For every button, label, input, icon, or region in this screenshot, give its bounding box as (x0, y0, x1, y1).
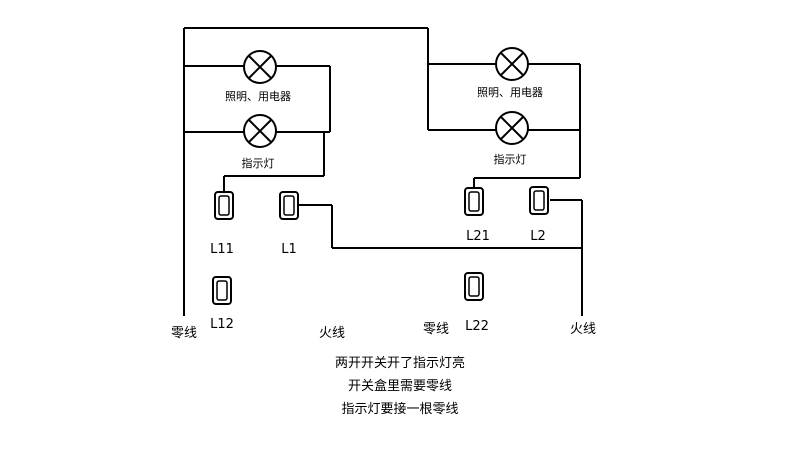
left-circuit-wires (183, 27, 582, 316)
note-line: 指示灯要接一根零线 (341, 402, 459, 417)
notes-block: 两开开关开了指示灯亮 开关盒里需要零线 指示灯要接一根零线 (0, 352, 800, 421)
switch-label-l2: L2 (530, 229, 546, 244)
switch-l2-icon (529, 186, 549, 215)
lamp-left-top-icon (243, 50, 277, 84)
switch-label-l22: L22 (465, 319, 489, 334)
terminal-right-live: 火线 (570, 322, 596, 337)
terminal-left-live: 火线 (319, 326, 345, 341)
lamp-left-bottom-label: 指示灯 (242, 156, 275, 170)
lamp-right-top-label: 照明、用电器 (477, 86, 543, 99)
switch-l21-icon (464, 187, 484, 216)
switch-label-l21: L21 (466, 229, 490, 244)
terminal-right-neutral: 零线 (423, 322, 449, 337)
switch-label-l12: L12 (210, 317, 234, 332)
terminal-left-neutral: 零线 (171, 326, 197, 341)
lamp-left-top-label: 照明、用电器 (225, 90, 291, 103)
lamp-left-bottom-icon (243, 114, 277, 148)
switch-label-l1: L1 (281, 242, 297, 257)
lamp-right-bottom-label: 指示灯 (494, 152, 527, 166)
switch-label-l11: L11 (210, 242, 234, 257)
lamp-right-top-icon (495, 47, 529, 81)
lamp-right-bottom-icon (495, 111, 529, 145)
switch-l22-icon (464, 272, 484, 301)
switch-l1-icon (279, 191, 299, 220)
switch-l11-icon (214, 191, 234, 220)
note-line: 开关盒里需要零线 (347, 379, 452, 394)
note-line: 两开开关开了指示灯亮 (334, 356, 465, 371)
switch-l12-icon (212, 276, 232, 305)
right-circuit-wires (427, 28, 583, 316)
